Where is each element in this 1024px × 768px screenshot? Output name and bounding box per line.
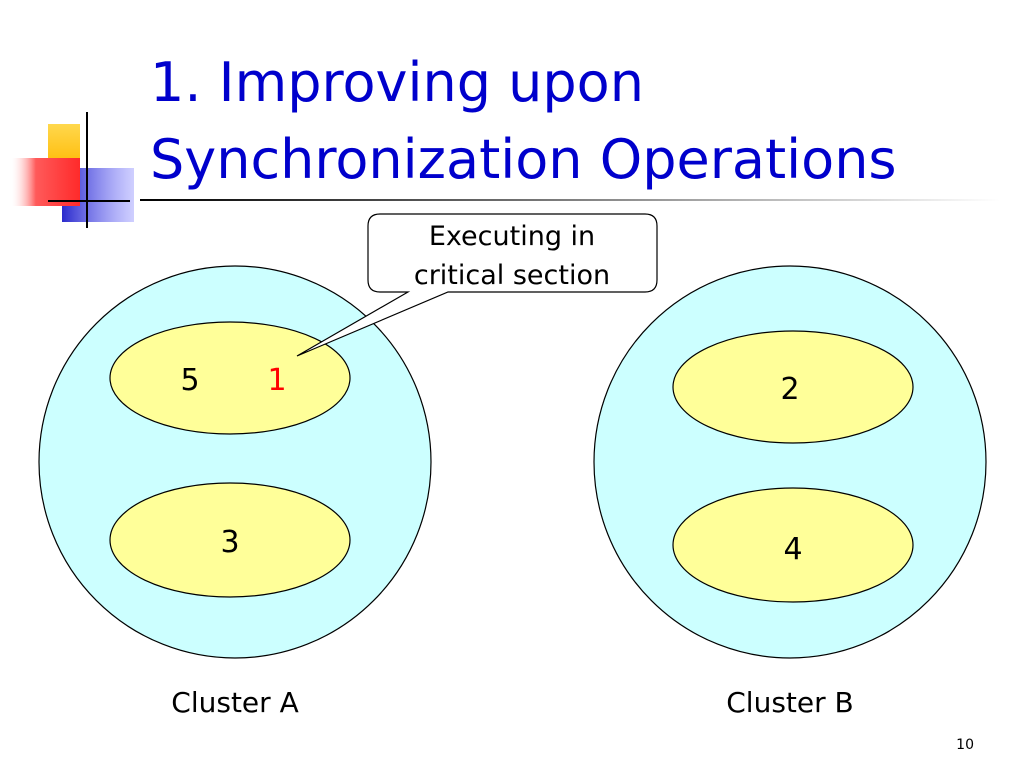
process-2-label: 2 — [780, 372, 799, 407]
deco-red-square — [12, 158, 80, 206]
cluster-b-group-1 — [672, 330, 914, 444]
title-decoration-icon — [12, 112, 134, 228]
process-3-label: 3 — [220, 525, 239, 560]
process-5-label: 5 — [180, 363, 199, 398]
title-underline — [140, 199, 1000, 201]
cluster-a-label: Cluster A — [171, 686, 298, 719]
cluster-a-group-2 — [109, 482, 351, 598]
cluster-a-group-1 — [109, 321, 351, 435]
process-4-label: 4 — [783, 532, 802, 567]
slide-title-line-1: 1. Improving upon — [150, 51, 644, 114]
callout-line-1: Executing in — [429, 221, 595, 252]
process-1-label: 1 — [267, 363, 286, 398]
callout-box — [296, 213, 658, 357]
slide-number: 10 — [956, 737, 974, 753]
callout: Executing in critical section — [296, 213, 658, 357]
cluster-b-group-2 — [672, 487, 914, 603]
cluster-b-label: Cluster B — [726, 686, 854, 719]
slide-title-line-2: Synchronization Operations — [150, 128, 897, 191]
callout-line-2: critical section — [414, 260, 610, 291]
